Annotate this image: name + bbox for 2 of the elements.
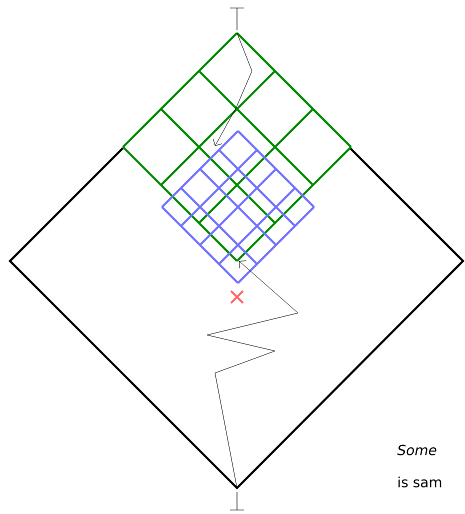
note-text: is sam	[398, 476, 442, 488]
note-text: Some	[397, 444, 436, 456]
